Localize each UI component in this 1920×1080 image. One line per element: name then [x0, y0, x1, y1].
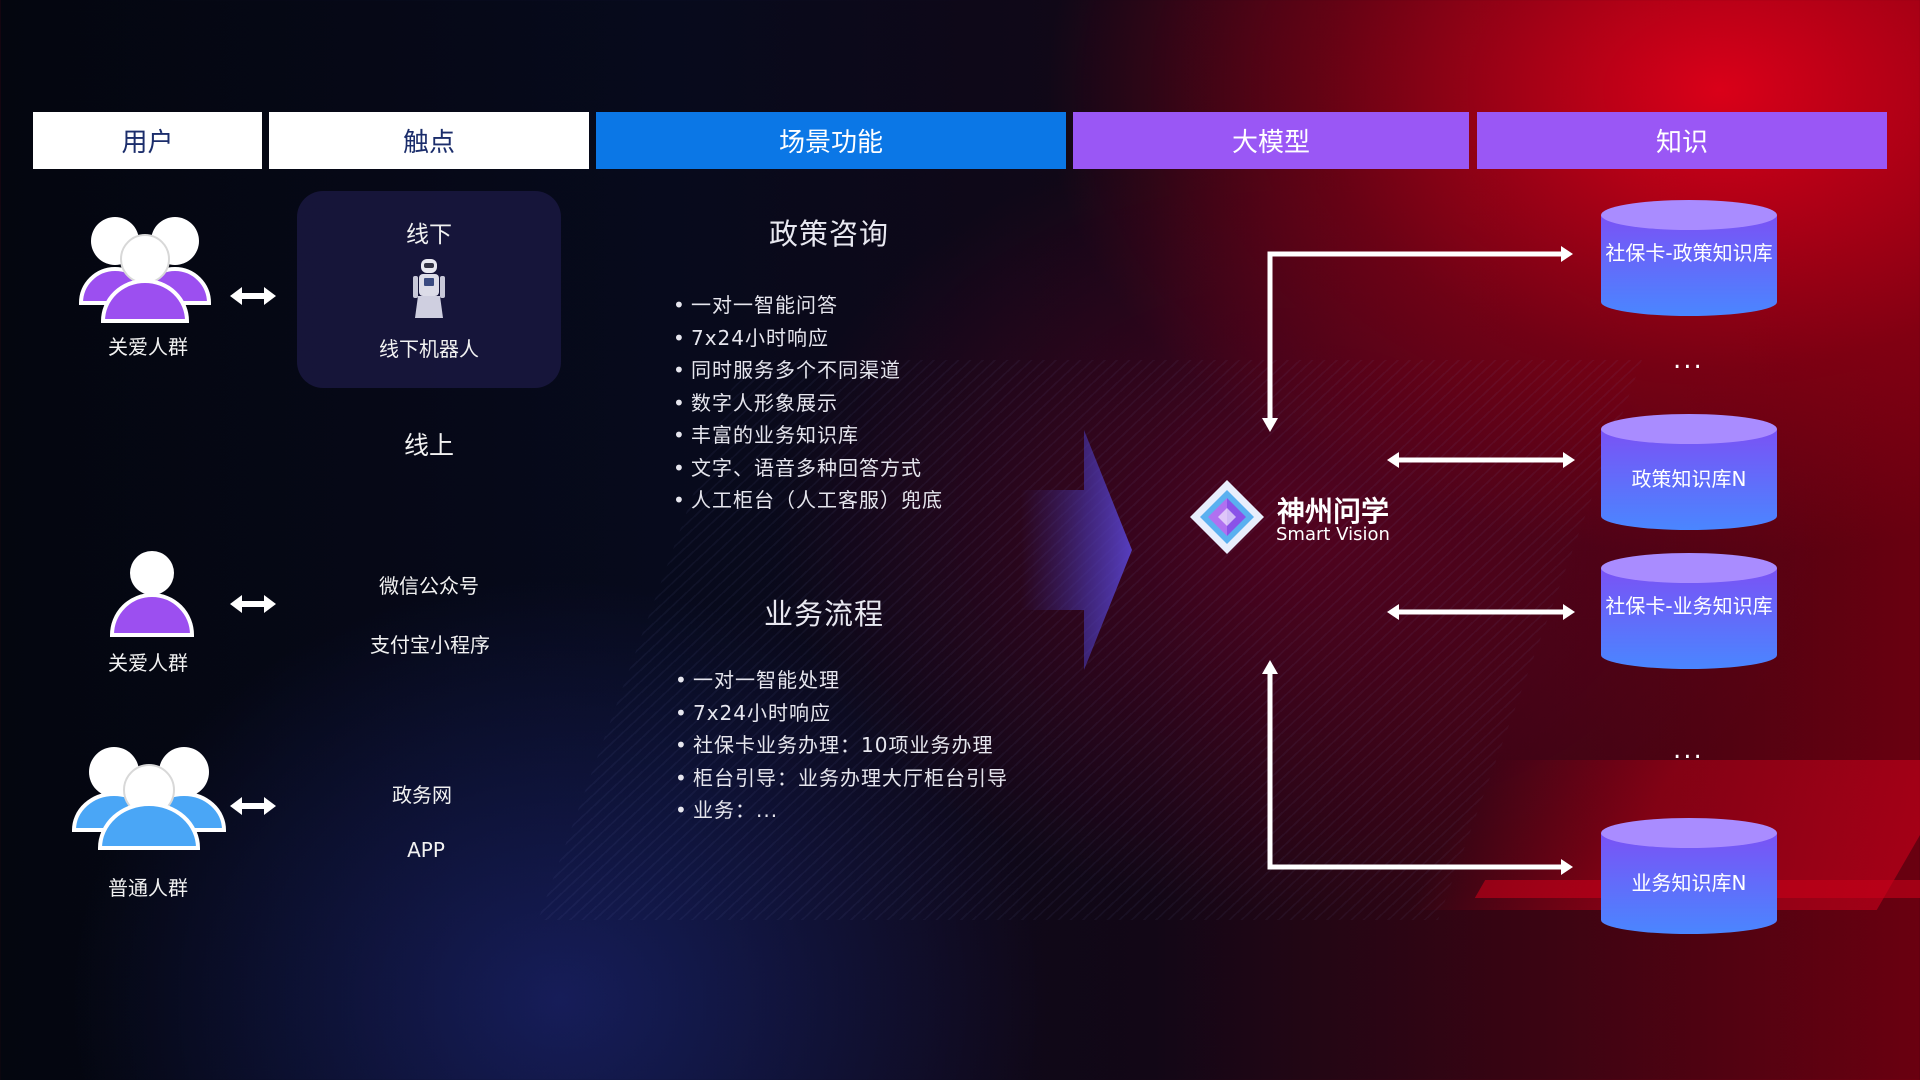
double-arrow-icon	[230, 595, 276, 613]
user-single-label: 关爱人群	[108, 651, 188, 675]
knowledge-db-1: 社保卡-政策知识库	[1601, 200, 1777, 316]
offline-title: 线下	[406, 222, 452, 248]
online-title: 线上	[403, 431, 454, 460]
list-item: 社保卡业务办理：10项业务办理	[675, 729, 1008, 762]
user-group-icon	[78, 217, 212, 323]
header-model: 大模型	[1073, 112, 1469, 169]
user-group-blue-label: 普通人群	[108, 876, 188, 900]
robot-icon	[413, 259, 445, 318]
gov-web-label: 政务网	[392, 783, 452, 807]
knowledge-connectors	[1262, 246, 1575, 875]
double-arrow-icon	[230, 287, 276, 305]
user-single-icon	[109, 551, 195, 637]
model-subtitle: Smart Vision	[1276, 524, 1390, 545]
process-feature-list: 一对一智能处理 7x24小时响应 社保卡业务办理：10项业务办理 柜台引导：业务…	[675, 664, 1008, 827]
ellipsis-1: ...	[1673, 345, 1704, 375]
list-item: 柜台引导：业务办理大厅柜台引导	[675, 762, 1008, 795]
header-touchpoint: 触点	[269, 112, 589, 169]
list-item: 7x24小时响应	[673, 322, 943, 355]
smart-vision-logo-icon	[1190, 480, 1264, 554]
app-label: APP	[407, 838, 445, 862]
header-knowledge: 知识	[1477, 112, 1887, 169]
double-arrow-icon	[230, 797, 276, 815]
policy-consult-title: 政策咨询	[769, 217, 890, 251]
big-arrow-icon	[1020, 430, 1132, 670]
list-item: 一对一智能处理	[675, 664, 1008, 697]
alipay-label: 支付宝小程序	[370, 633, 490, 657]
policy-feature-list: 一对一智能问答 7x24小时响应 同时服务多个不同渠道 数字人形象展示 丰富的业…	[673, 289, 943, 517]
list-item: 人工柜台（人工客服）兜底	[673, 484, 943, 517]
knowledge-db-3: 社保卡-业务知识库	[1601, 553, 1777, 669]
list-item: 业务：...	[675, 794, 1008, 827]
user-group-label: 关爱人群	[108, 335, 188, 359]
list-item: 7x24小时响应	[675, 697, 1008, 730]
list-item: 丰富的业务知识库	[673, 419, 943, 452]
user-group-blue-icon	[71, 747, 227, 850]
list-item: 一对一智能问答	[673, 289, 943, 322]
list-item: 同时服务多个不同渠道	[673, 354, 943, 387]
header-scene: 场景功能	[596, 112, 1066, 169]
ellipsis-2: ...	[1673, 735, 1704, 765]
model-name: 神州问学	[1277, 495, 1390, 528]
list-item: 文字、语音多种回答方式	[673, 452, 943, 485]
knowledge-db-2: 政策知识库N	[1601, 414, 1777, 530]
business-process-title: 业务流程	[764, 597, 885, 631]
header-user: 用户	[33, 112, 262, 169]
list-item: 数字人形象展示	[673, 387, 943, 420]
offline-robot-label: 线下机器人	[379, 337, 479, 361]
knowledge-db-4: 业务知识库N	[1601, 818, 1777, 934]
wechat-label: 微信公众号	[379, 574, 479, 598]
